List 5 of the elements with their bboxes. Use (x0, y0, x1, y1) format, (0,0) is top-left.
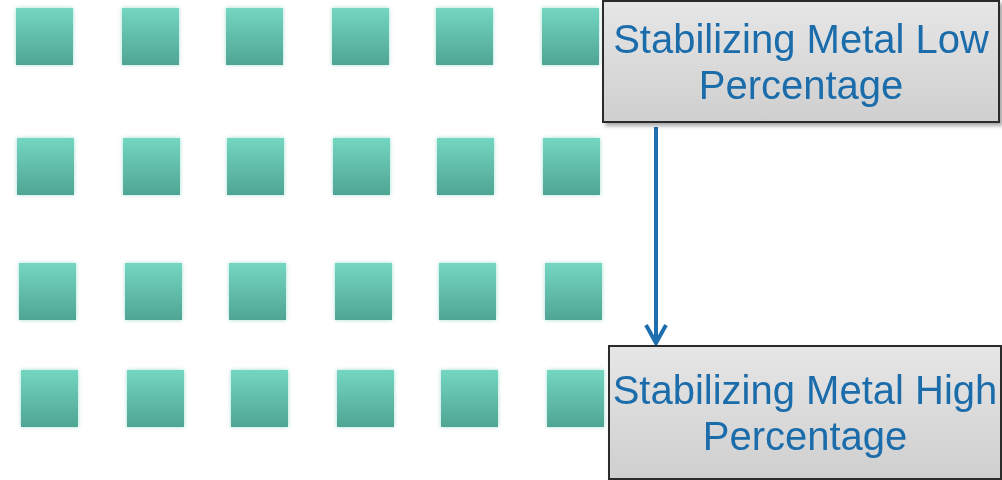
box-label: Stabilizing Metal High Percentage (611, 366, 999, 459)
arrow (644, 127, 668, 345)
box-label: Stabilizing Metal Low Percentage (612, 15, 990, 108)
text-box (608, 345, 1002, 480)
text-box (602, 0, 1000, 123)
